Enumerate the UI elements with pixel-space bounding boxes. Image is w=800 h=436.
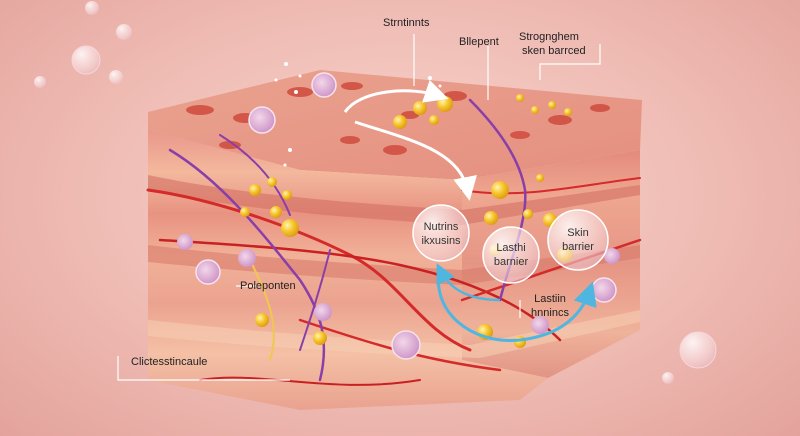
label-lastiin-line1: Lastiin <box>534 293 566 305</box>
label-strntinnts: Strntinnts <box>383 17 430 29</box>
label-sken-barrced: sken barrced <box>522 45 586 57</box>
label-poleponten: Poleponten <box>240 280 296 292</box>
label-lastiin-line2: hnnincs <box>531 307 569 319</box>
bubble-label-skin-barrier-line2: barrier <box>562 241 594 253</box>
bubble-label-nutrins: Nutrins ikxusins <box>411 220 471 248</box>
label-bllepent: Bllepent <box>459 36 499 48</box>
bubble-label-lasthi-line2: barnier <box>493 256 529 268</box>
flow-arrows <box>343 79 597 342</box>
bubble-label-nutrins-line2: ikxusins <box>421 235 461 247</box>
bubble-label-skin-barrier-line1: Skin <box>567 227 589 239</box>
label-strognghem: Strognghem <box>519 31 579 43</box>
label-clictesstincaule: Clictesstincaule <box>131 356 208 368</box>
bubble-label-lasthi-line1: Lasthi <box>496 242 526 254</box>
bubble-label-skin-barrier: Skin barrier <box>548 226 608 254</box>
bubble-label-lasthi: Lasthi barnier <box>481 241 541 269</box>
surface-cells <box>186 82 610 155</box>
background-bubbles <box>34 1 717 384</box>
info-bubbles <box>412 204 609 284</box>
bubble-label-nutrins-line1: Nutrins <box>423 221 459 233</box>
label-lastiin-hnnincs: Lastiin hnnincs <box>520 292 580 320</box>
leader-lines <box>117 34 601 381</box>
cell-clusters <box>177 72 620 360</box>
